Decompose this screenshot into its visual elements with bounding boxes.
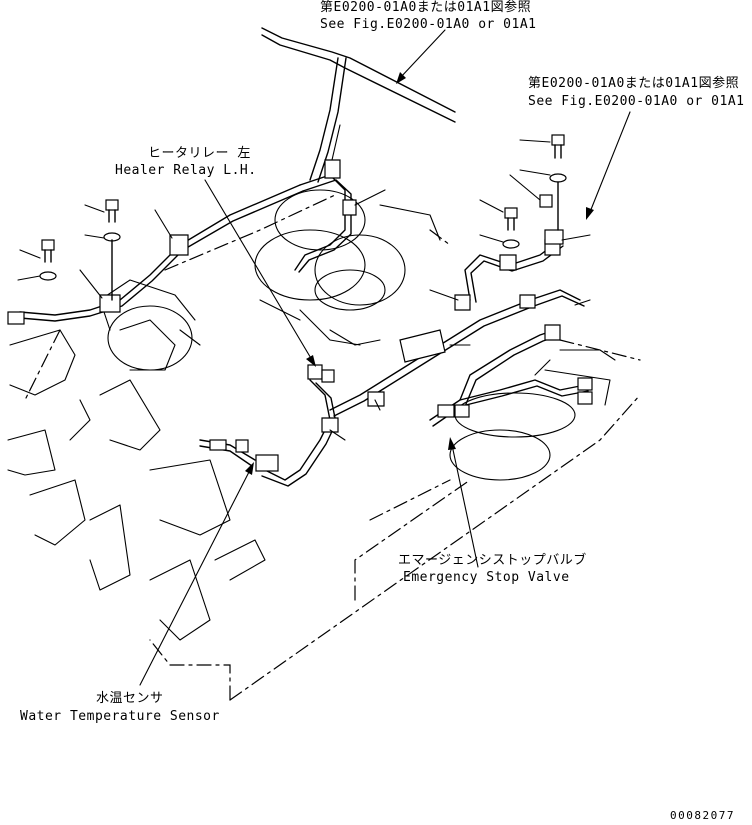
heater-relay-label-en: Healer Relay L.H. (115, 163, 257, 178)
bolts-and-washers (39, 134, 567, 301)
water-sensor-label-en: Water Temperature Sensor (20, 709, 220, 724)
starter-motor (449, 349, 616, 481)
ref-label-top-en: See Fig.E0200-01A0 or 01A1 (320, 17, 537, 32)
turbocharger (254, 189, 441, 346)
item-leader-ticks (17, 124, 591, 441)
stop-valve-label-en: Emergency Stop Valve (403, 570, 570, 585)
engine-block-outline (24, 194, 641, 701)
ref-label-right-jp: 第E0200-01A0または01A1図参照 (528, 76, 740, 91)
reference-pipe-top (261, 27, 456, 183)
main-wire-harness (19, 174, 589, 487)
drawing-number: 00082077 (670, 809, 735, 822)
stop-valve-label-jp: エマージェンシストップバルブ (398, 553, 587, 568)
ref-label-right-en: See Fig.E0200-01A0 or 01A1 (528, 94, 745, 109)
connectors (7, 194, 593, 472)
alternator (99, 279, 201, 371)
harness-clamps (99, 159, 561, 433)
leader-lines (139, 29, 631, 686)
ref-label-top-jp: 第E0200-01A0または01A1図参照 (320, 0, 532, 15)
heater-relay-label-jp: ヒータリレー 左 (148, 146, 251, 161)
water-sensor-label-jp: 水温センサ (96, 691, 164, 706)
